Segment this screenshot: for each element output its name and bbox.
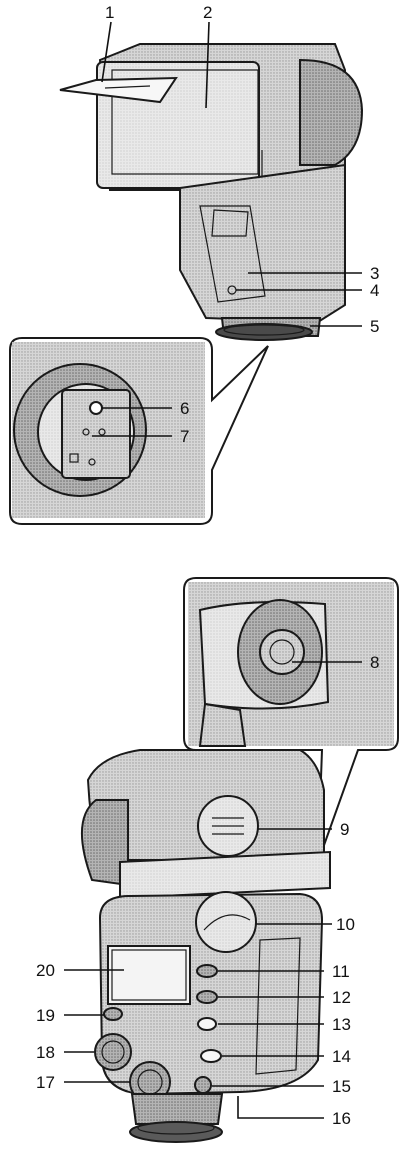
callout-7: 7 bbox=[180, 427, 189, 446]
callout-15: 15 bbox=[332, 1077, 351, 1096]
callout-17: 17 bbox=[36, 1073, 55, 1092]
callout-8: 8 bbox=[370, 653, 379, 672]
callout-10: 10 bbox=[336, 915, 355, 934]
callout-11: 11 bbox=[332, 962, 350, 981]
foot-detail-callout bbox=[9, 337, 269, 525]
callout-16: 16 bbox=[332, 1109, 351, 1128]
flash-rear-illustration bbox=[81, 749, 331, 1143]
callout-1: 1 bbox=[105, 3, 114, 22]
callout-13: 13 bbox=[332, 1015, 351, 1034]
callout-20: 20 bbox=[36, 961, 55, 980]
flash-front-illustration bbox=[59, 43, 364, 341]
side-detail-callout bbox=[183, 577, 399, 863]
leader-lines bbox=[64, 21, 362, 1119]
callout-14: 14 bbox=[332, 1047, 351, 1066]
callout-9: 9 bbox=[340, 820, 349, 839]
callout-4: 4 bbox=[370, 281, 379, 300]
callout-19: 19 bbox=[36, 1006, 55, 1025]
callout-3: 3 bbox=[370, 264, 379, 283]
callout-6: 6 bbox=[180, 399, 189, 418]
callout-5: 5 bbox=[370, 317, 379, 336]
callout-2: 2 bbox=[203, 3, 212, 22]
callout-12: 12 bbox=[332, 988, 351, 1007]
callout-numbers: 1 2 3 4 5 6 7 8 9 10 11 12 13 14 15 16 1… bbox=[36, 3, 379, 1128]
callout-18: 18 bbox=[36, 1043, 55, 1062]
